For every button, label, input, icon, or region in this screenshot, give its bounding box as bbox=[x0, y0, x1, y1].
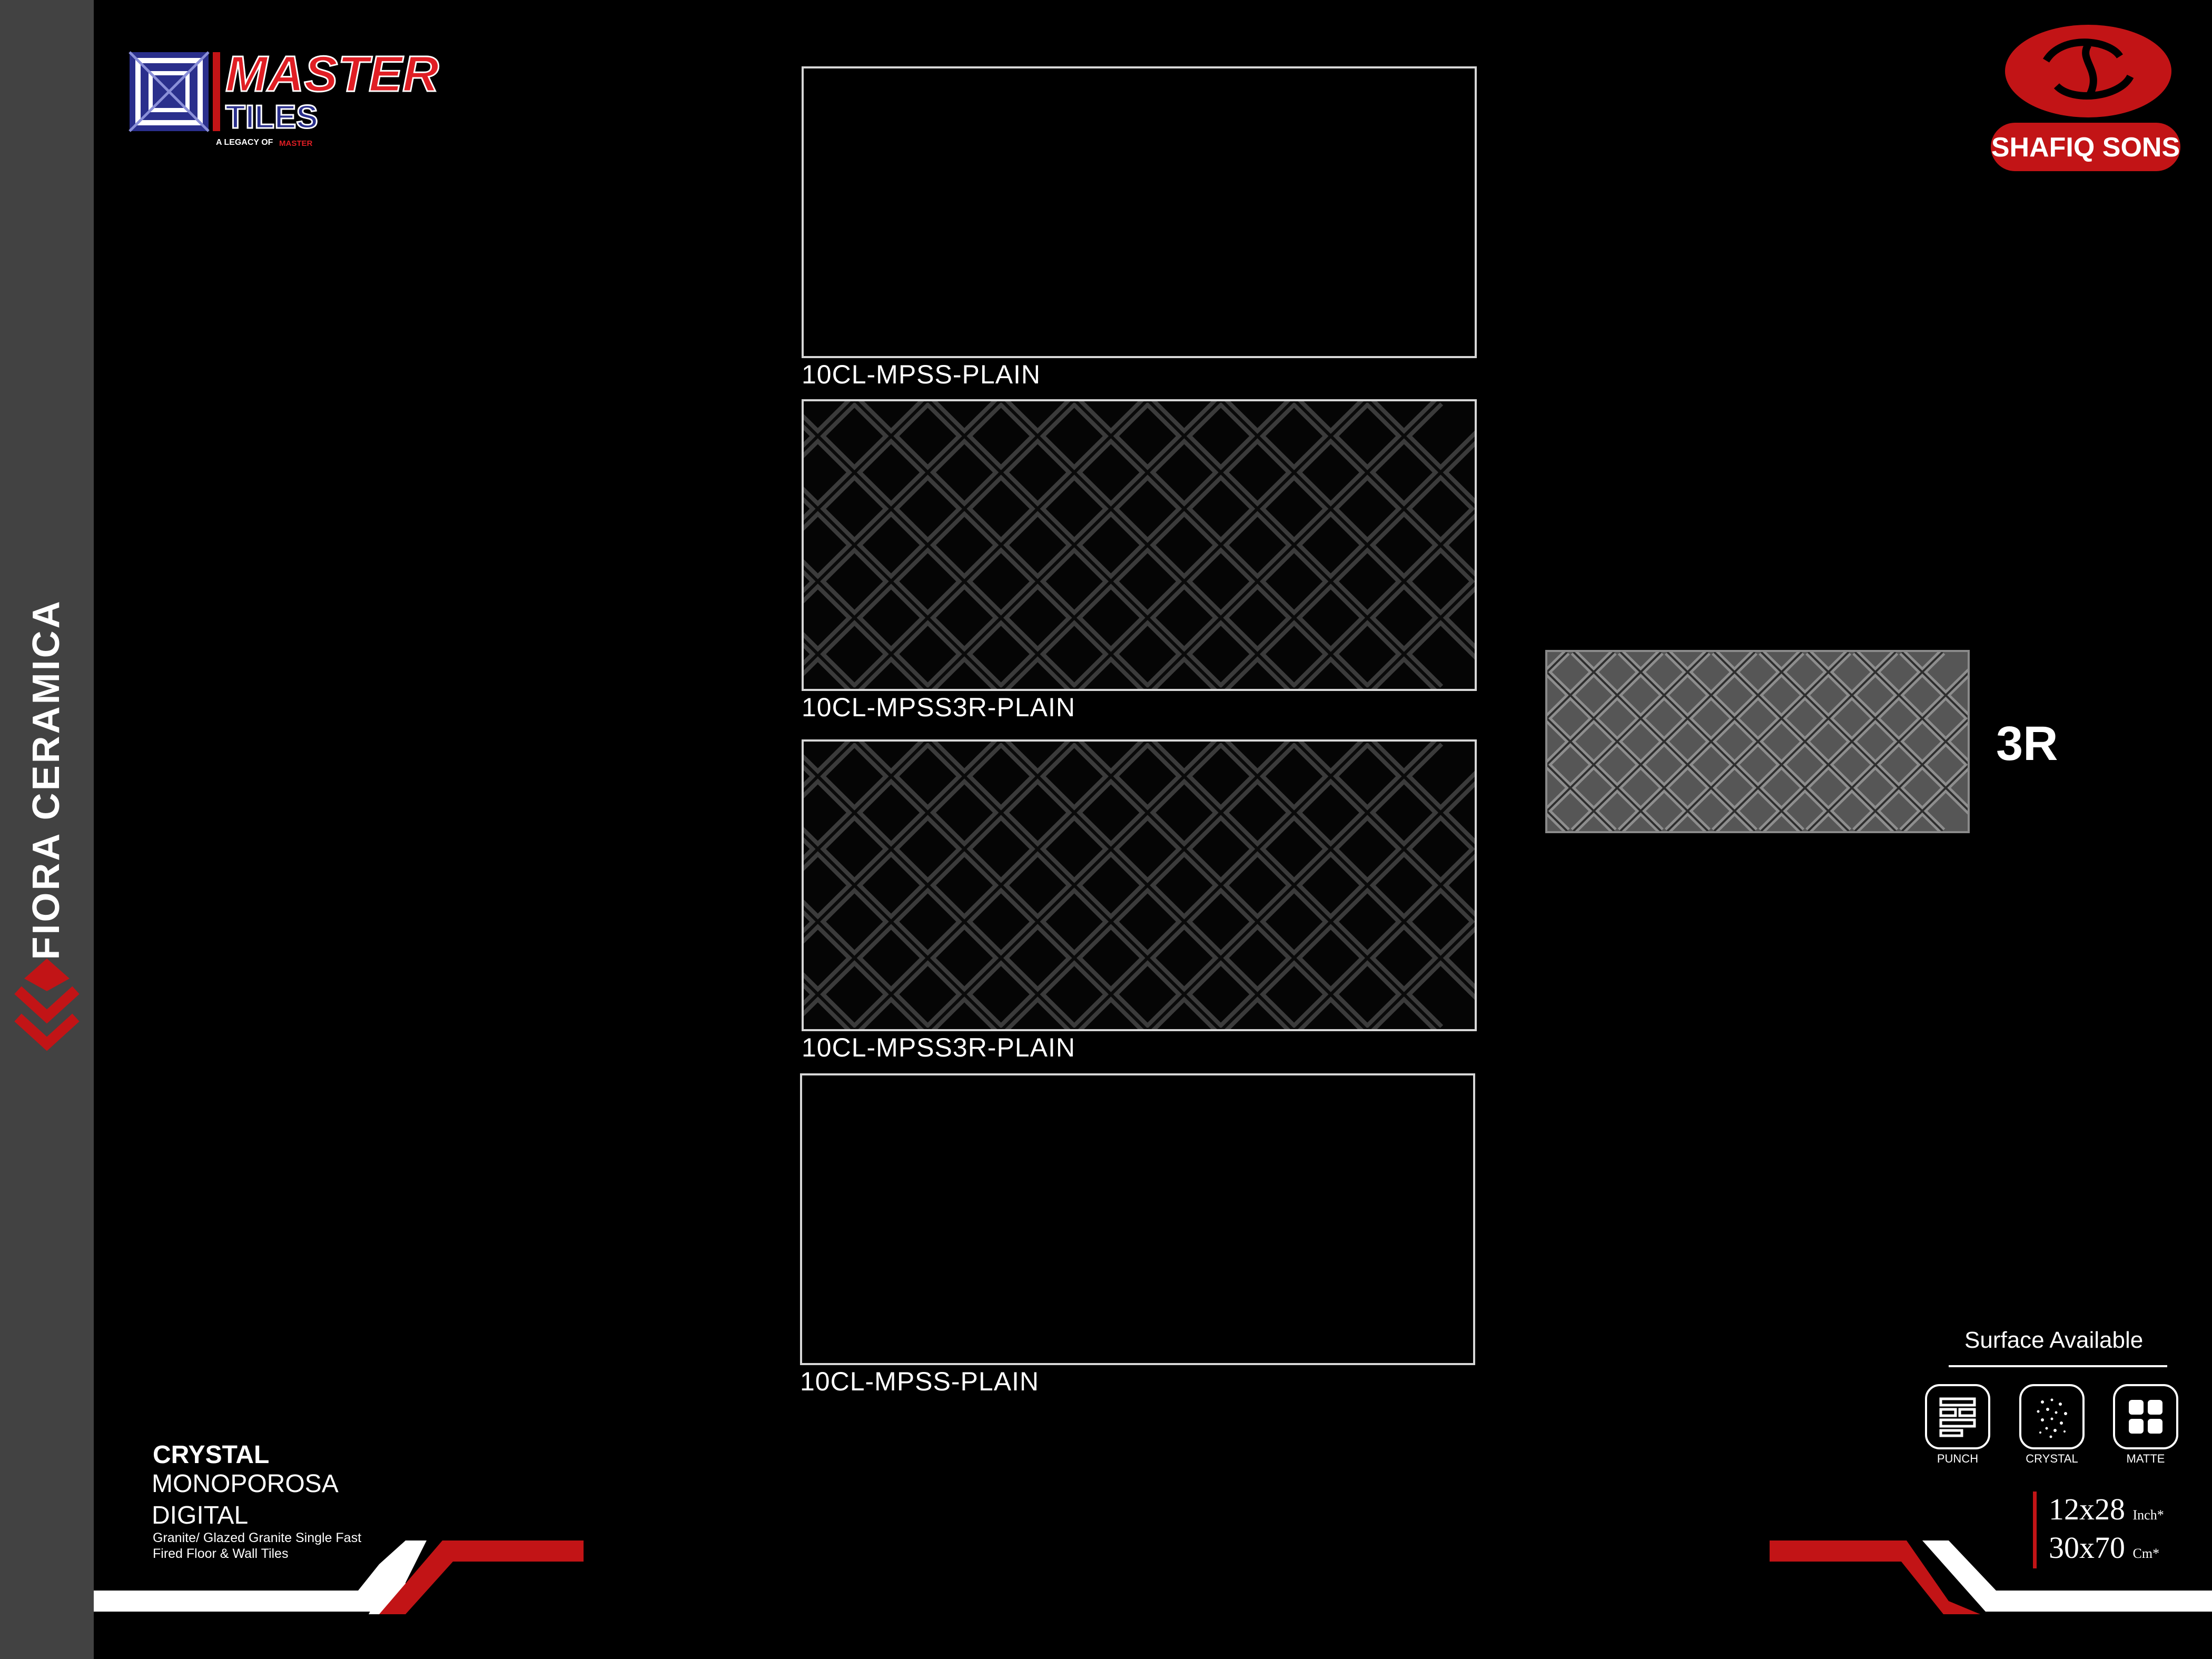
tile-swatch-3r bbox=[802, 399, 1477, 691]
divider bbox=[1949, 1365, 2167, 1367]
logo-mark-icon bbox=[129, 51, 220, 132]
tile-preview-3r bbox=[1545, 650, 1970, 833]
tile-code: 10CL-MPSS3R-PLAIN bbox=[802, 1033, 1075, 1062]
surface-title: Surface Available bbox=[1964, 1327, 2144, 1353]
size-cm-unit: Cm* bbox=[2132, 1546, 2160, 1561]
shafiq-sons-logo: SHAFIQ SONS bbox=[1991, 25, 2180, 171]
master-tiles-logo: MASTER TILES A LEGACY OF MASTER bbox=[129, 45, 440, 148]
tile-swatch-plain bbox=[800, 1073, 1475, 1365]
svg-text:TILES: TILES bbox=[225, 99, 318, 135]
product-line: DIGITAL bbox=[152, 1502, 249, 1529]
chevron-down-icon bbox=[14, 959, 80, 1051]
size-cm: 30x70 Cm* bbox=[2049, 1530, 2159, 1565]
product-description: Granite/ Glazed Granite Single Fast Fire… bbox=[153, 1530, 362, 1561]
tile-code: 10CL-MPSS3R-PLAIN bbox=[802, 693, 1075, 722]
svg-text:MASTER: MASTER bbox=[279, 139, 313, 148]
product-line: MONOPOROSA bbox=[152, 1470, 339, 1498]
size-cm-value: 30x70 bbox=[2049, 1530, 2125, 1565]
size-inch: 12x28 Inch* bbox=[2049, 1492, 2164, 1527]
tile-code: 10CL-MPSS-PLAIN bbox=[800, 1367, 1040, 1396]
size-inch-value: 12x28 bbox=[2049, 1492, 2125, 1526]
punch-icon bbox=[1925, 1384, 1990, 1449]
tile-swatch-3r bbox=[802, 739, 1477, 1031]
crystal-icon bbox=[2019, 1384, 2085, 1449]
sidebar: FIORA CERAMICA bbox=[0, 0, 94, 1659]
preview-label: 3R bbox=[1996, 717, 2058, 771]
surface-label: CRYSTAL bbox=[2026, 1452, 2078, 1465]
svg-text:A LEGACY OF: A LEGACY OF bbox=[216, 138, 273, 147]
svg-text:SHAFIQ SONS: SHAFIQ SONS bbox=[1991, 132, 2180, 163]
size-accent-bar bbox=[2033, 1492, 2037, 1568]
matte-icon bbox=[2113, 1384, 2178, 1449]
svg-text:MASTER: MASTER bbox=[225, 46, 439, 102]
tile-code: 10CL-MPSS-PLAIN bbox=[802, 360, 1041, 389]
surface-label: PUNCH bbox=[1937, 1452, 1979, 1465]
surface-label: MATTE bbox=[2126, 1452, 2165, 1465]
sidebar-title: FIORA CERAMICA bbox=[25, 599, 67, 960]
size-inch-unit: Inch* bbox=[2132, 1507, 2164, 1523]
tile-swatch-plain bbox=[802, 66, 1477, 358]
product-name: CRYSTAL bbox=[153, 1441, 270, 1469]
